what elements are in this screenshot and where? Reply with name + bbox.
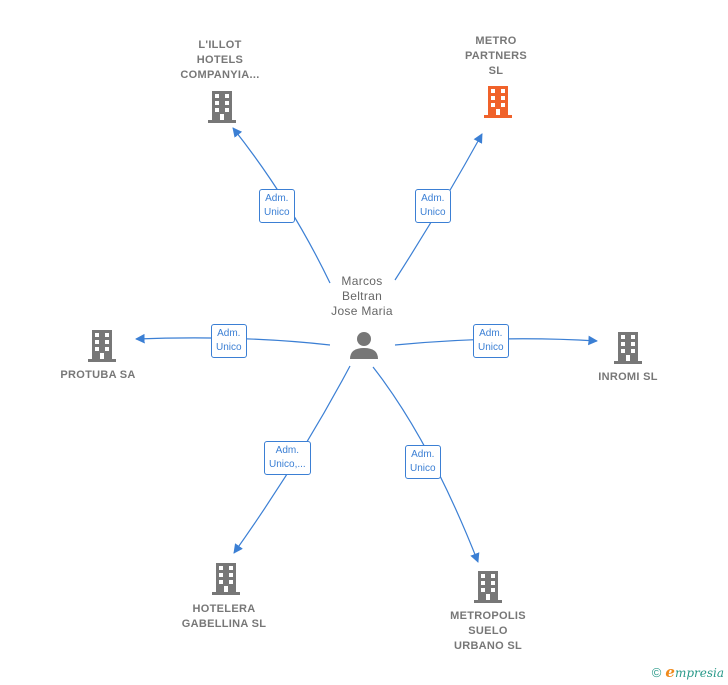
edge-badge-metro[interactable]: Adm. Unico [415, 189, 451, 223]
building-icon[interactable] [206, 90, 238, 124]
company-label-protuba[interactable]: PROTUBA SA [60, 369, 136, 381]
person-icon[interactable] [349, 330, 379, 360]
building-icon[interactable] [612, 331, 644, 365]
brand-footer[interactable]: © empresia [652, 663, 724, 681]
edge-badge-hotelera[interactable]: Adm. Unico,... [264, 441, 311, 475]
copyright-icon: © [651, 664, 662, 680]
edge-badge-lillot[interactable]: Adm. Unico [259, 189, 295, 223]
edge-badge-inromi[interactable]: Adm. Unico [473, 324, 509, 358]
brand-logo: empresia [665, 663, 724, 681]
person-name[interactable]: Marcos Beltran Jose Maria [331, 274, 393, 318]
building-icon[interactable] [86, 329, 118, 363]
edge-badge-protuba[interactable]: Adm. Unico [211, 324, 247, 358]
company-label-metro[interactable]: METRO PARTNERS SL [464, 35, 528, 77]
company-label-inromi[interactable]: INROMI SL [598, 371, 658, 383]
company-label-metropolis[interactable]: METROPOLIS SUELO URBANO SL [450, 610, 526, 652]
company-label-hotelera[interactable]: HOTELERA GABELLINA SL [181, 603, 267, 630]
building-icon[interactable] [482, 85, 514, 119]
building-icon[interactable] [210, 562, 242, 596]
company-label-lillot[interactable]: L'ILLOT HOTELS COMPANYIA... [180, 39, 260, 81]
edge-badge-metropolis[interactable]: Adm. Unico [405, 445, 441, 479]
building-icon[interactable] [472, 570, 504, 604]
